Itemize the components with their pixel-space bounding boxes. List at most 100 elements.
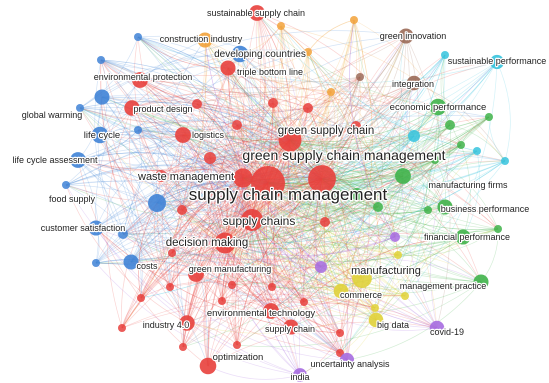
edge	[289, 139, 404, 177]
edge	[137, 36, 498, 84]
edge	[121, 39, 207, 329]
edge	[271, 236, 464, 289]
edge	[255, 12, 291, 141]
edge	[251, 219, 292, 328]
edge	[287, 139, 341, 354]
edge	[242, 177, 376, 309]
node-mp[interactable]	[473, 274, 489, 290]
minor-node	[204, 152, 216, 164]
edge	[95, 218, 253, 264]
node-gi[interactable]	[398, 28, 414, 44]
edge	[209, 157, 326, 223]
node-ep[interactable]	[429, 98, 447, 116]
node-integ[interactable]	[406, 75, 422, 91]
edge	[137, 36, 291, 141]
edge	[138, 202, 158, 299]
node-label-ci: construction industry	[160, 34, 243, 44]
edge	[251, 206, 379, 227]
node-gscm[interactable]	[308, 165, 336, 193]
edge	[169, 182, 269, 288]
node-sc[interactable]	[241, 209, 263, 231]
edge	[122, 129, 142, 235]
edge	[95, 134, 184, 229]
edge	[377, 160, 506, 208]
edge	[137, 120, 291, 141]
edge	[95, 227, 209, 367]
edge	[99, 130, 323, 180]
edge	[256, 12, 363, 279]
edge	[182, 134, 322, 268]
node-bp[interactable]	[437, 199, 453, 215]
node-gsc[interactable]	[278, 128, 302, 152]
node-lc[interactable]	[91, 126, 109, 144]
edge	[339, 116, 490, 334]
edge	[307, 76, 361, 109]
edge	[375, 228, 499, 321]
edge	[240, 177, 272, 312]
edge	[397, 228, 499, 256]
node-et[interactable]	[263, 303, 279, 319]
node-lca[interactable]	[70, 152, 86, 168]
edge	[270, 310, 348, 361]
edge	[321, 160, 506, 189]
edge	[182, 134, 301, 376]
edge	[251, 175, 404, 221]
node-cs[interactable]	[88, 220, 104, 236]
node-com[interactable]	[333, 283, 349, 299]
node-dev[interactable]	[231, 45, 249, 63]
edge	[321, 178, 499, 230]
node-wm[interactable]	[233, 168, 253, 188]
node-i40[interactable]	[179, 315, 195, 331]
edge	[267, 116, 490, 184]
minor-node	[76, 104, 84, 112]
edge	[137, 115, 436, 161]
edge	[137, 129, 292, 328]
node-scm[interactable]	[251, 166, 285, 200]
node-mfg[interactable]	[352, 268, 372, 288]
edge	[182, 134, 404, 181]
edge	[121, 293, 376, 329]
edge	[95, 258, 233, 286]
edge	[321, 151, 506, 180]
edge	[122, 139, 291, 235]
node-india[interactable]	[293, 368, 307, 382]
node-dm[interactable]	[214, 232, 236, 254]
node-gw[interactable]	[94, 89, 110, 105]
edge	[427, 124, 451, 211]
node-ci[interactable]	[197, 32, 213, 48]
edge	[65, 184, 188, 324]
minor-node	[192, 99, 202, 109]
edge	[224, 159, 436, 244]
edge	[271, 76, 361, 288]
node-fs[interactable]	[148, 194, 166, 212]
edge	[270, 178, 323, 312]
node-envp[interactable]	[132, 72, 148, 88]
node-fp[interactable]	[455, 229, 471, 245]
edge	[79, 107, 376, 309]
edge	[267, 144, 462, 187]
node-bd[interactable]	[368, 312, 384, 328]
node-scp[interactable]	[283, 319, 299, 335]
node-opt[interactable]	[199, 357, 217, 375]
edge	[242, 51, 309, 179]
node-ssc[interactable]	[249, 5, 265, 21]
edge	[263, 182, 292, 328]
edge	[289, 35, 407, 141]
node-ua[interactable]	[339, 352, 355, 368]
node-pd[interactable]	[124, 100, 140, 116]
edge	[267, 182, 348, 361]
minor-node	[473, 147, 481, 155]
node-label-et: environmental technology	[207, 308, 316, 319]
edge	[95, 209, 253, 229]
node-tbl[interactable]	[220, 60, 236, 76]
node-covid[interactable]	[429, 320, 445, 336]
node-mf[interactable]	[395, 168, 411, 184]
edge	[236, 124, 506, 171]
edge	[130, 178, 323, 263]
edge	[137, 36, 361, 83]
node-logi[interactable]	[175, 127, 191, 143]
node-costs[interactable]	[123, 254, 139, 270]
edge	[156, 35, 407, 204]
node-sp[interactable]	[489, 54, 505, 70]
node-gm[interactable]	[188, 266, 204, 282]
